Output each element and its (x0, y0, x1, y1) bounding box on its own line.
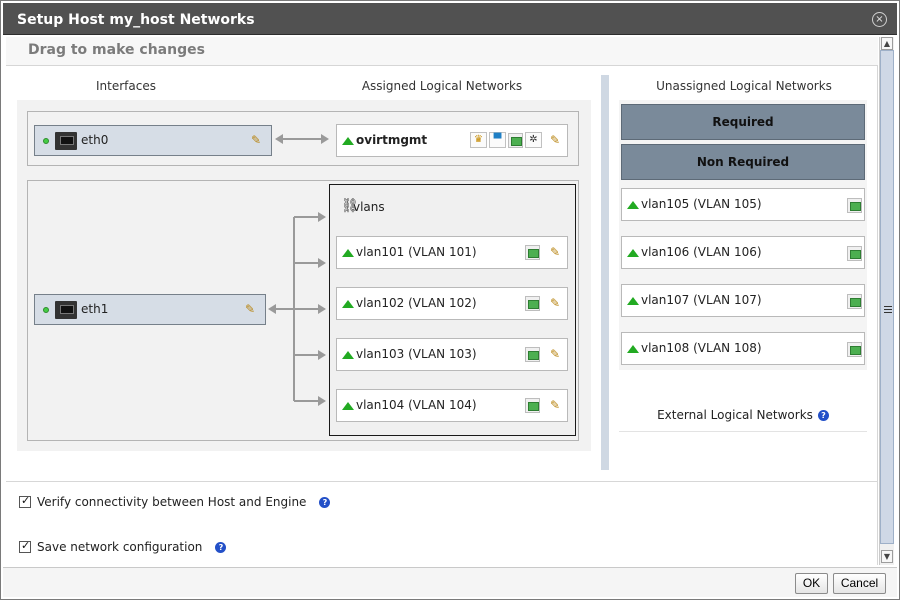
vm-icon (847, 246, 862, 261)
external-networks-label: External Logical Networks (657, 408, 813, 422)
vm-icon (525, 245, 540, 260)
network-vlan107[interactable]: vlan107 (VLAN 107) (621, 284, 865, 317)
network-up-icon (627, 249, 639, 257)
network-up-icon (627, 345, 639, 353)
unassigned-networks-header: Unassigned Logical Networks (656, 79, 832, 93)
vm-icon (508, 133, 523, 148)
network-name: vlan103 (VLAN 103) (356, 347, 477, 361)
group-name: vlans (353, 200, 385, 214)
edit-pencil-icon[interactable]: ✎ (550, 133, 561, 147)
network-up-icon (342, 402, 354, 410)
unassigned-networks-panel (619, 100, 867, 370)
connection-arrow (275, 134, 329, 144)
network-vlan106[interactable]: vlan106 (VLAN 106) (621, 236, 865, 269)
dialog-content: Drag to make changes Interfaces Assigned… (6, 37, 878, 565)
network-vlan101[interactable]: vlan101 (VLAN 101) ✎ (336, 236, 568, 269)
vm-icon (847, 342, 862, 357)
vm-icon (525, 296, 540, 311)
network-up-icon (342, 351, 354, 359)
save-network-option: Save network configuration ? (19, 539, 227, 554)
dialog-footer: OK Cancel (3, 567, 897, 597)
vlan-branch-connector (268, 212, 326, 406)
network-name: ovirtmgmt (356, 133, 428, 147)
network-up-icon (342, 300, 354, 308)
link-up-icon (43, 138, 49, 144)
verify-connectivity-option: Verify connectivity between Host and Eng… (19, 494, 331, 509)
drag-hint-text: Drag to make changes (28, 42, 205, 58)
external-networks-header: External Logical Networks? (619, 408, 867, 422)
edit-pencil-icon[interactable]: ✎ (245, 302, 256, 316)
migration-icon: ✲ (525, 132, 542, 148)
interface-eth1[interactable]: eth1 ✎ (34, 294, 266, 325)
network-name: vlan106 (VLAN 106) (641, 245, 762, 259)
nic-port-icon (55, 132, 77, 150)
drag-hint-bar: Drag to make changes (6, 37, 878, 66)
interfaces-header: Interfaces (96, 79, 156, 93)
scrollbar-thumb[interactable] (880, 50, 894, 544)
vm-icon (525, 398, 540, 413)
interface-name: eth0 (81, 133, 109, 147)
options-separator (6, 481, 878, 482)
required-category[interactable]: Required (621, 104, 865, 140)
verify-connectivity-label: Verify connectivity between Host and Eng… (37, 495, 307, 509)
close-icon[interactable]: × (872, 12, 887, 27)
network-up-icon (342, 249, 354, 257)
edit-pencil-icon[interactable]: ✎ (550, 296, 561, 310)
network-vlan103[interactable]: vlan103 (VLAN 103) ✎ (336, 338, 568, 371)
vm-icon (847, 198, 862, 213)
network-up-icon (342, 137, 354, 145)
network-vlan104[interactable]: vlan104 (VLAN 104) ✎ (336, 389, 568, 422)
edit-pencil-icon[interactable]: ✎ (550, 398, 561, 412)
panel-divider (601, 75, 609, 470)
interface-name: eth1 (81, 302, 109, 316)
network-name: vlan107 (VLAN 107) (641, 293, 762, 307)
network-name: vlan102 (VLAN 102) (356, 296, 477, 310)
vm-icon (525, 347, 540, 362)
help-icon[interactable]: ? (319, 496, 331, 508)
crown-icon: ♛ (470, 132, 487, 148)
vm-icon (847, 294, 862, 309)
network-vlan105[interactable]: vlan105 (VLAN 105) (621, 188, 865, 221)
network-vlan108[interactable]: vlan108 (VLAN 108) (621, 332, 865, 365)
edit-pencil-icon[interactable]: ✎ (550, 347, 561, 361)
network-name: vlan104 (VLAN 104) (356, 398, 477, 412)
edit-pencil-icon[interactable]: ✎ (550, 245, 561, 259)
save-network-checkbox[interactable] (19, 539, 31, 553)
verify-connectivity-checkbox[interactable] (19, 494, 31, 508)
dialog-titlebar: Setup Host my_host Networks × (3, 3, 897, 35)
non-required-category[interactable]: Non Required (621, 144, 865, 180)
help-icon[interactable]: ? (817, 410, 829, 421)
help-icon[interactable]: ? (215, 541, 227, 553)
network-ovirtmgmt[interactable]: ovirtmgmt ♛ ▀ ✲ ✎ (336, 124, 568, 157)
assigned-networks-header: Assigned Logical Networks (361, 79, 523, 93)
eth0-group: eth0 ✎ ovirtmgmt ♛ ▀ ✲ ✎ (27, 111, 579, 166)
edit-pencil-icon[interactable]: ✎ (251, 133, 262, 147)
network-name: vlan108 (VLAN 108) (641, 341, 762, 355)
save-network-label: Save network configuration (37, 540, 203, 554)
network-name: vlan105 (VLAN 105) (641, 197, 762, 211)
cancel-button[interactable]: Cancel (833, 573, 886, 594)
external-networks-divider (619, 431, 867, 432)
link-chain-icon: ⛓ (341, 198, 359, 214)
ok-button[interactable]: OK (795, 573, 828, 594)
scroll-down-icon[interactable]: ▼ (881, 550, 893, 563)
dialog-title: Setup Host my_host Networks (17, 12, 255, 28)
network-name: vlan101 (VLAN 101) (356, 245, 477, 259)
link-up-icon (43, 307, 49, 313)
scroll-up-icon[interactable]: ▲ (881, 37, 893, 50)
display-icon: ▀ (489, 132, 506, 148)
vertical-scrollbar[interactable]: ▲ ▼ (879, 37, 894, 565)
grip-icon (884, 306, 892, 313)
interface-eth0[interactable]: eth0 ✎ (34, 125, 272, 156)
network-up-icon (627, 297, 639, 305)
nic-port-icon (55, 301, 77, 319)
network-vlan102[interactable]: vlan102 (VLAN 102) ✎ (336, 287, 568, 320)
network-up-icon (627, 201, 639, 209)
